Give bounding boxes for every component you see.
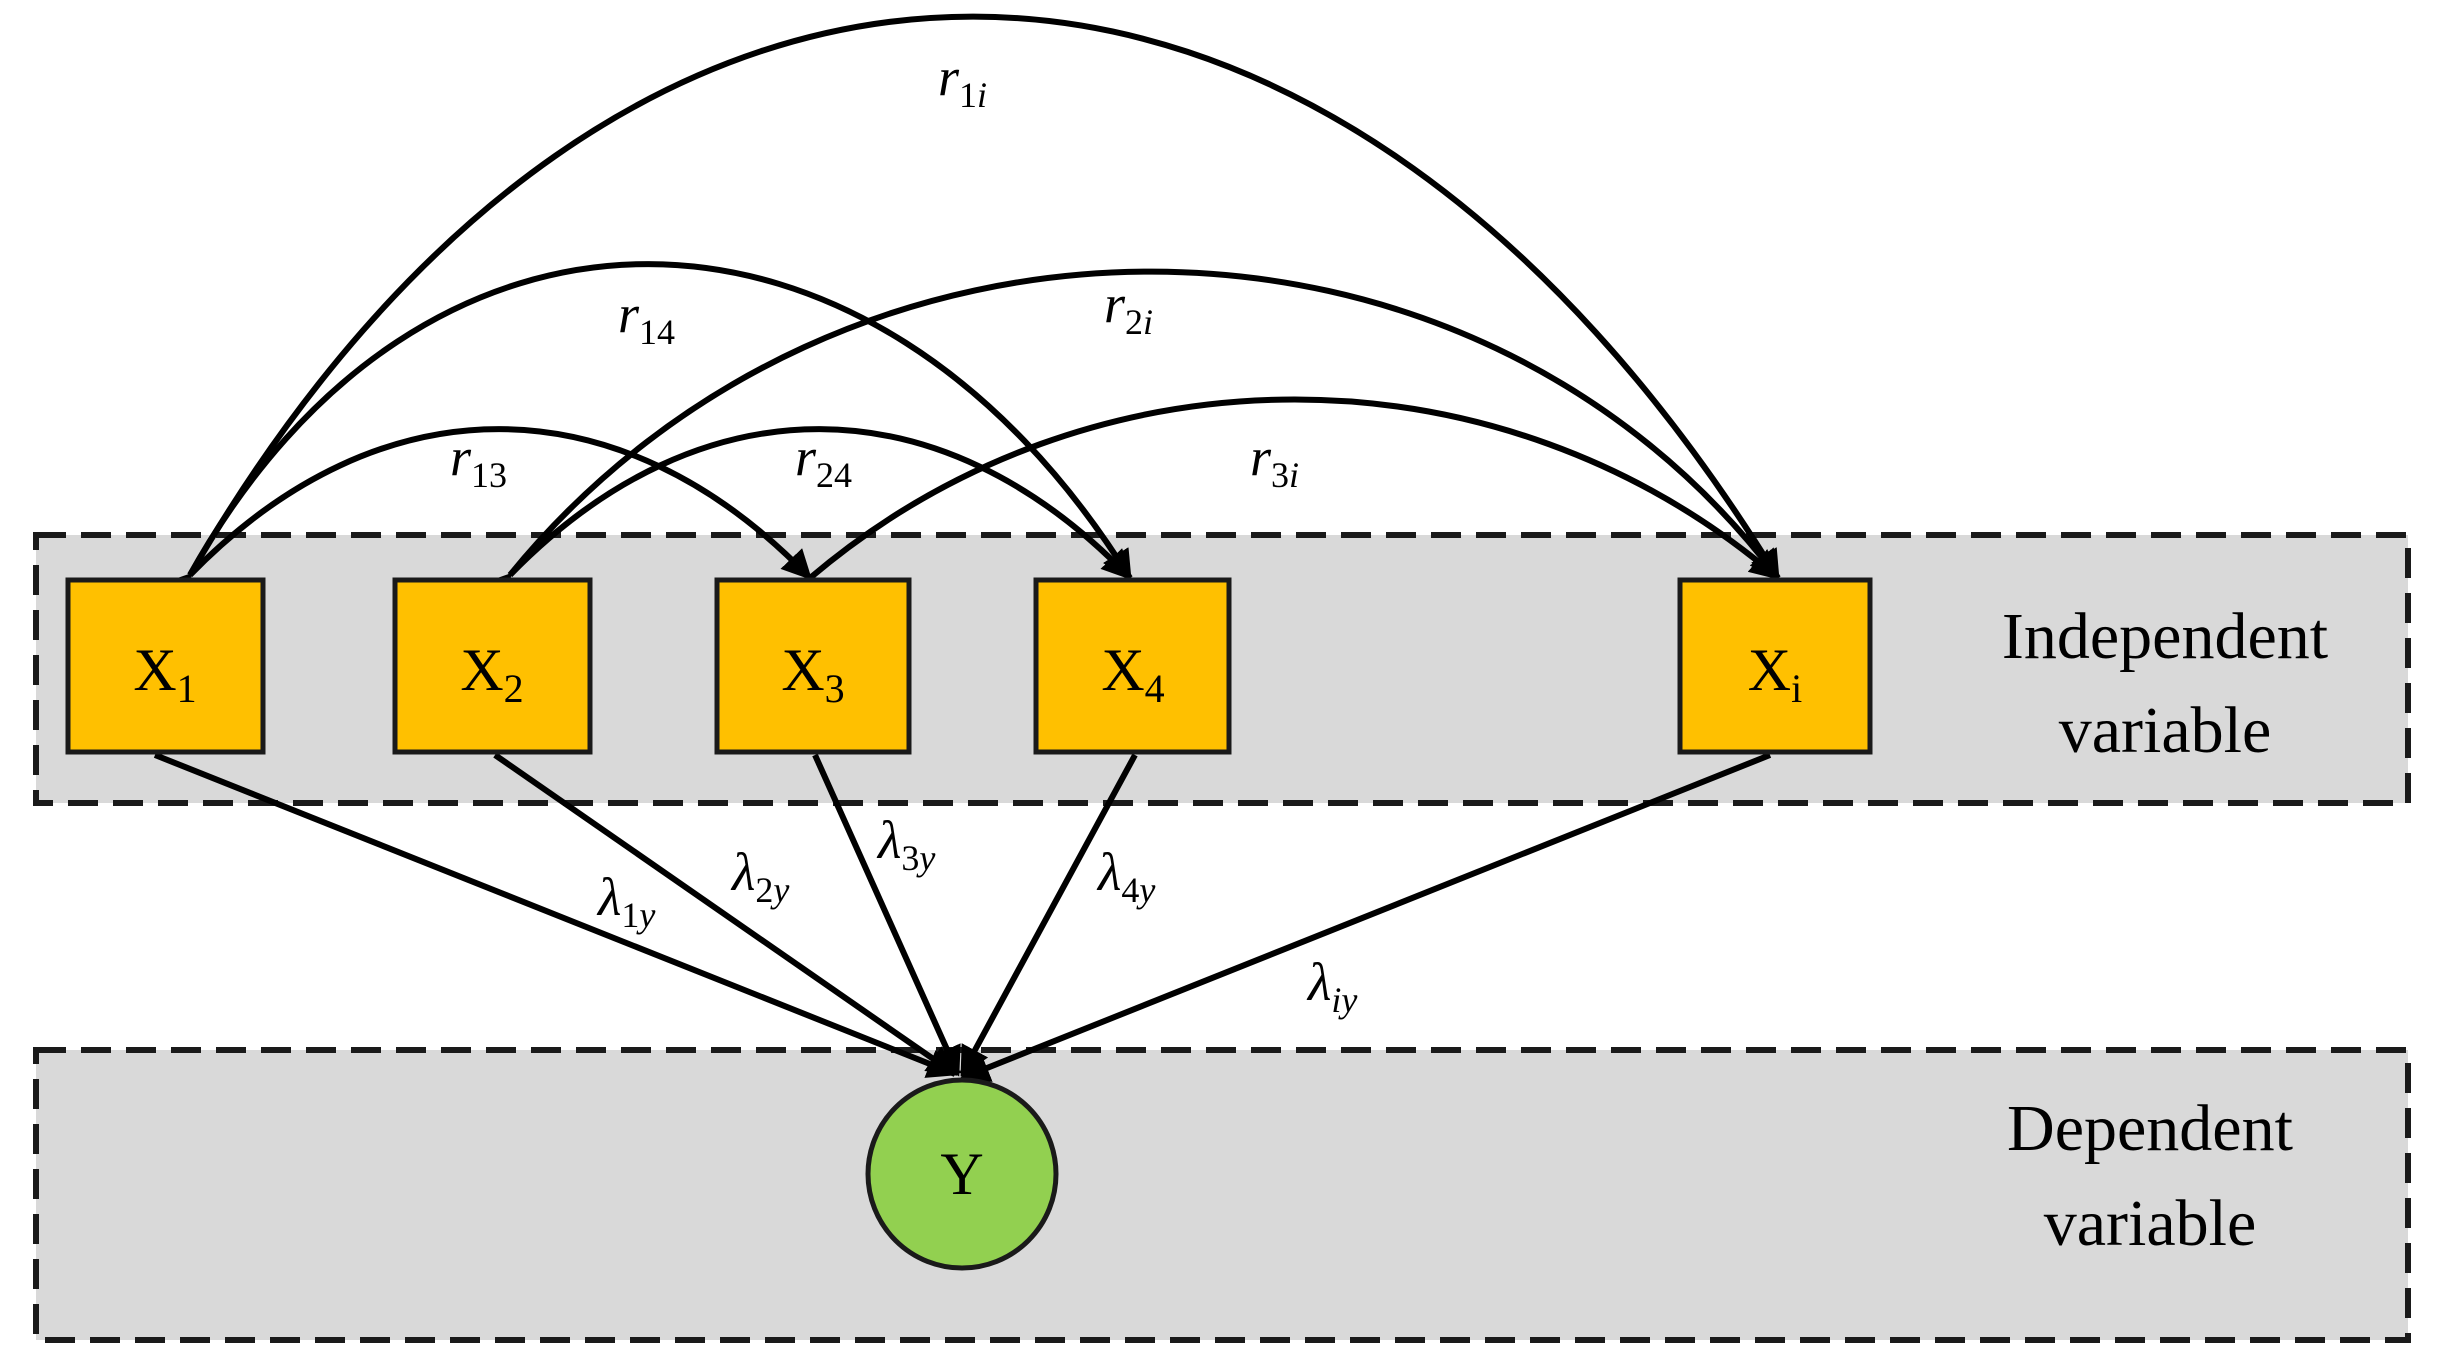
label-l2y: λ2y (730, 842, 789, 910)
path-edge-x2-y (493, 752, 958, 1077)
path-edge-x1-y (153, 752, 958, 1078)
node-x2-sub: 2 (504, 666, 524, 711)
independent-band-label-line1: Independent (2002, 600, 2328, 673)
node-xi-sub: i (1791, 666, 1802, 711)
node-xi-base: X (1748, 637, 1791, 703)
node-x1-base: X (133, 637, 176, 703)
svg-text:X2: X2 (460, 637, 523, 711)
label-l4y: λ4y (1096, 842, 1155, 910)
node-x4-sub: 4 (1145, 666, 1165, 711)
correlation-arc-r13 (160, 426, 813, 605)
node-x1-sub: 1 (177, 666, 197, 711)
path-edge-x4-y (959, 753, 1138, 1077)
dependent-band-label-line2: variable (2044, 1187, 2257, 1260)
label-r2i: r2i (1104, 274, 1153, 342)
correlation-arc-r14 (163, 261, 1133, 606)
node-xi: Xi (1677, 577, 1873, 755)
correlation-arc-r3i (779, 396, 1781, 607)
node-x3: X3 (714, 577, 912, 755)
label-r13: r13 (450, 427, 507, 495)
label-l3y: λ3y (876, 810, 935, 878)
node-y: Y (865, 1077, 1059, 1271)
dependent-band-label-line1: Dependent (2007, 1092, 2293, 1165)
correlation-arc-r24 (480, 426, 1133, 605)
label-r24: r24 (795, 427, 852, 495)
node-y-label: Y (940, 1141, 983, 1207)
independent-band-label-line2: variable (2059, 694, 2272, 767)
correlation-arc-r1i (163, 13, 1781, 606)
label-r3i: r3i (1250, 427, 1299, 495)
node-x3-base: X (781, 637, 824, 703)
svg-text:Xi: Xi (1748, 637, 1802, 711)
node-x3-sub: 3 (825, 666, 845, 711)
correlation-arc-r2i (481, 268, 1781, 606)
svg-text:X3: X3 (781, 637, 844, 711)
path-edge-xi-y (959, 752, 1772, 1082)
node-x2: X2 (392, 577, 593, 755)
node-x4-base: X (1101, 637, 1144, 703)
label-r1i: r1i (938, 47, 987, 115)
node-x2-base: X (460, 637, 503, 703)
label-liy: λiy (1306, 952, 1357, 1020)
dependent-variable-band (33, 1047, 2411, 1343)
node-x1: X1 (65, 577, 266, 755)
path-edge-x3-y (812, 753, 961, 1077)
label-l1y: λ1y (596, 867, 655, 935)
node-x4: X4 (1033, 577, 1232, 755)
svg-text:X1: X1 (133, 637, 196, 711)
label-r14: r14 (618, 284, 675, 352)
svg-text:X4: X4 (1101, 637, 1164, 711)
